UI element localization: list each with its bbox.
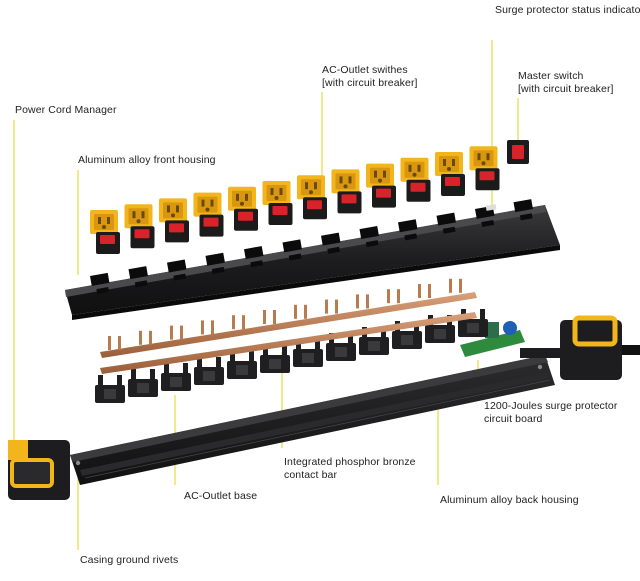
outlet-base <box>95 375 125 403</box>
outlet-module <box>332 169 360 193</box>
outlet-switch <box>131 226 155 248</box>
outlet-module <box>401 158 429 182</box>
label-master-switch: Master switch [with circuit breaker] <box>518 70 614 96</box>
outlet-switch <box>441 174 465 196</box>
outlet-switch <box>234 209 258 231</box>
cord-manager-left <box>8 440 70 500</box>
label-surge-board: 1200-Joules surge protector circuit boar… <box>484 400 617 426</box>
outlet-switch <box>407 180 431 202</box>
outlet-base <box>161 363 191 391</box>
outlet-module <box>125 204 153 228</box>
label-cord-manager: Power Cord Manager <box>15 104 117 117</box>
outlet-switch <box>303 197 327 219</box>
label-contact-bar: Integrated phosphor bronze contact bar <box>284 456 416 482</box>
outlet-module <box>263 181 291 205</box>
outlet-module <box>366 164 394 188</box>
outlet-module <box>228 187 256 211</box>
label-front-housing: Aluminum alloy front housing <box>78 154 216 167</box>
outlet-module <box>90 210 118 234</box>
outlet-switch <box>372 186 396 208</box>
outlet-switch <box>96 232 120 254</box>
outlet-switch <box>165 220 189 242</box>
label-surge-status: Surge protector status indicator <box>495 4 640 17</box>
outlet-base <box>227 351 257 379</box>
master-switch <box>507 140 529 164</box>
label-ground-rivets: Casing ground rivets <box>80 554 178 567</box>
outlet-base <box>128 369 158 397</box>
outlet-base <box>194 357 224 385</box>
label-back-housing: Aluminum alloy back housing <box>440 494 579 507</box>
label-outlet-base: AC-Outlet base <box>184 490 257 503</box>
outlet-module <box>159 198 187 222</box>
outlet-switch <box>200 215 224 237</box>
outlet-module <box>470 146 498 170</box>
outlet-switch <box>476 168 500 190</box>
outlet-module <box>435 152 463 176</box>
label-ac-switches: AC-Outlet swithes [with circuit breaker] <box>322 64 418 90</box>
outlet-switch <box>338 191 362 213</box>
outlet-module <box>194 193 222 217</box>
outlet-module <box>297 175 325 199</box>
outlet-switch <box>269 203 293 225</box>
